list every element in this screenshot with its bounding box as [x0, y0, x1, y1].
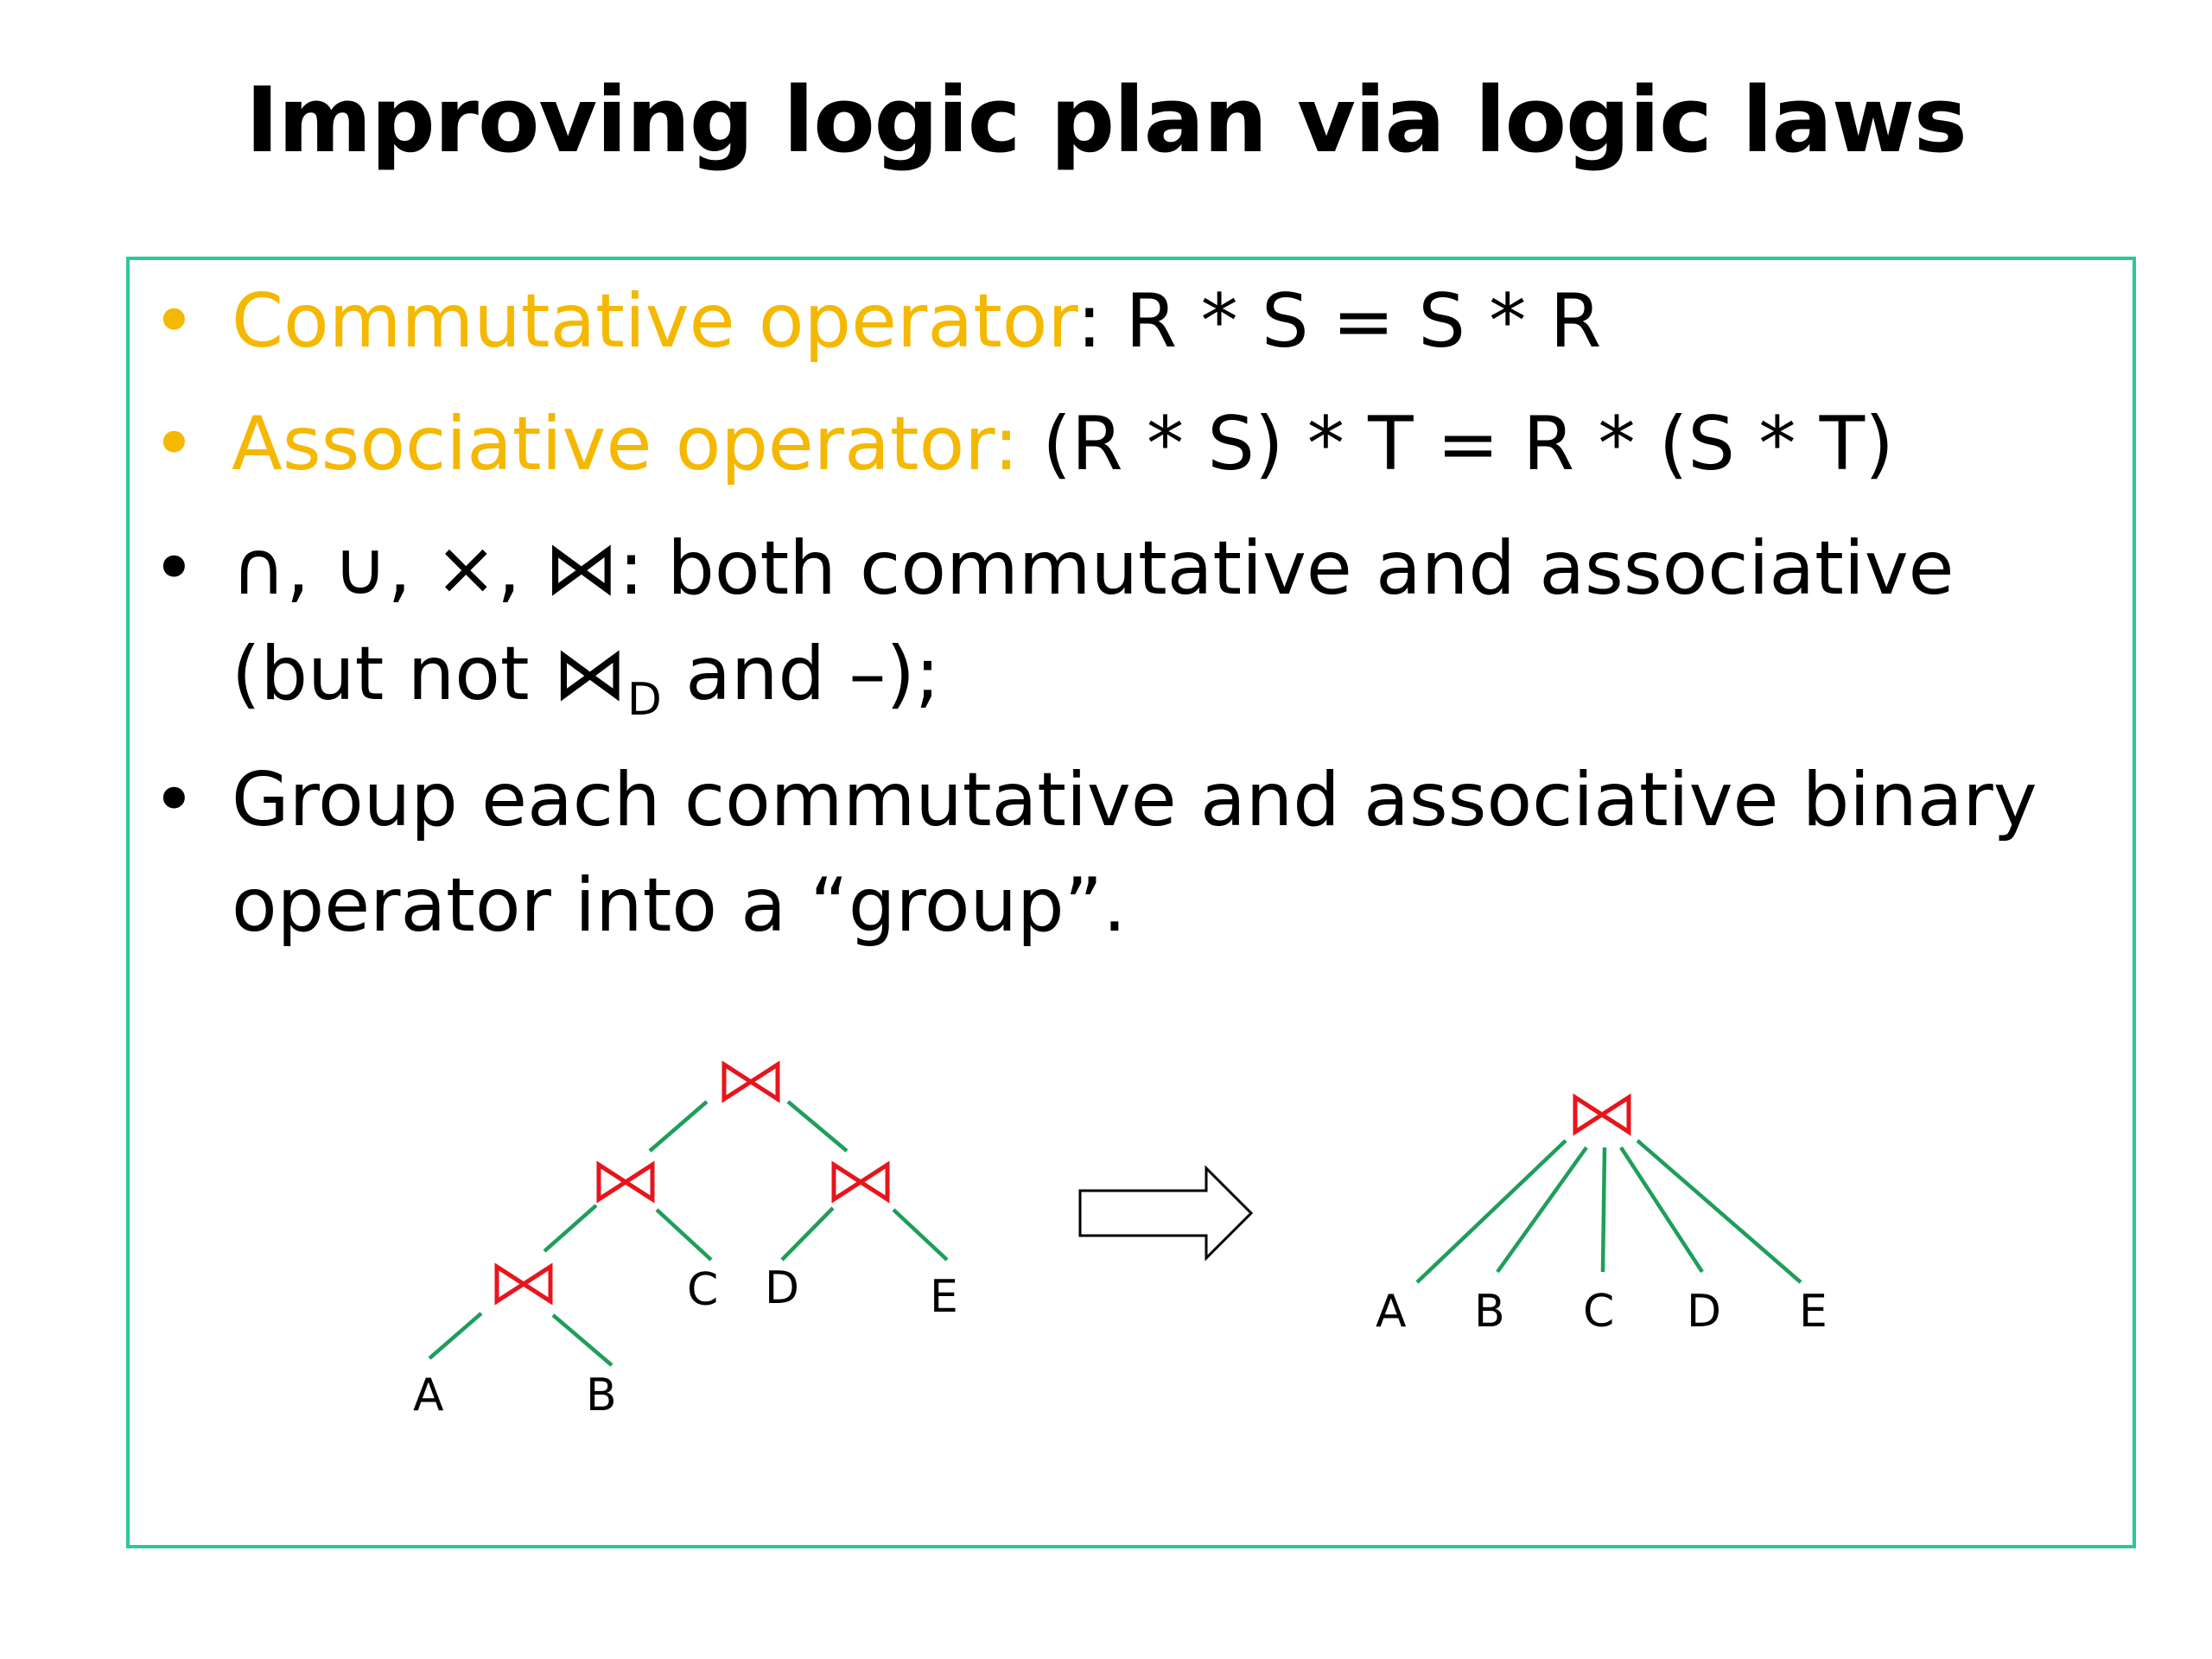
tree-edge: [1496, 1146, 1588, 1274]
operators-line1: ∩, ∪, ×, ⋈: both commutative and associa…: [232, 525, 1955, 612]
right-tree-leaves: A B C D E: [1376, 1286, 1827, 1338]
leaf-label: D: [1687, 1286, 1721, 1338]
group-line2: operator into a “group”.: [232, 862, 1127, 949]
bullet-dot: •: [152, 278, 196, 365]
tree-edge: [543, 1204, 598, 1253]
tree-edge: [786, 1100, 849, 1153]
tree-edge: [655, 1208, 713, 1262]
tree-edge: [551, 1313, 613, 1367]
left-tree-leaves: A B C D E: [413, 1262, 958, 1421]
right-arrow-icon: [1078, 1165, 1254, 1262]
leaf-label: C: [1583, 1286, 1614, 1338]
tree-edge: [1600, 1147, 1607, 1273]
leaf-label: C: [687, 1264, 718, 1316]
commutative-label: Commutative operator: [232, 278, 1077, 365]
join-operators: [494, 1060, 1631, 1306]
leaf-label: D: [765, 1262, 799, 1314]
bullet-dot: •: [152, 757, 196, 843]
group-line1: Group each commutative and associative b…: [232, 757, 2037, 843]
bullet-dot: •: [152, 525, 196, 612]
leaf-label: E: [1799, 1286, 1827, 1338]
bullet-dot: •: [152, 401, 196, 487]
left-tree-edges: [428, 1100, 949, 1367]
leaf-label: B: [1474, 1286, 1505, 1338]
tree-edge: [428, 1312, 483, 1360]
tree-edge: [648, 1100, 709, 1153]
leaf-label: A: [1376, 1286, 1407, 1338]
tree-edge: [1415, 1139, 1567, 1284]
tree-edge: [780, 1206, 835, 1262]
leaf-label: B: [586, 1370, 617, 1421]
commutative-formula: : R * S = S * R: [1077, 278, 1602, 365]
associative-label: Associative operator:: [232, 401, 1020, 487]
join-icon: [596, 1160, 655, 1204]
join-icon: [831, 1160, 890, 1204]
join-icon: [494, 1262, 553, 1306]
leaf-label: A: [413, 1370, 444, 1421]
right-tree-edges: [1415, 1139, 1802, 1284]
content-frame: [126, 257, 2136, 1548]
tree-edge: [1636, 1139, 1802, 1284]
operators-line2: (but not ⋈D and –);: [232, 631, 940, 726]
join-icon: [721, 1060, 780, 1103]
tree-edge: [1619, 1146, 1704, 1274]
join-icon: [1573, 1093, 1631, 1136]
associative-formula: (R * S) * T = R * (S * T): [1019, 401, 1894, 487]
leaf-label: E: [930, 1271, 958, 1323]
slide-title: Improving logic plan via logic laws: [245, 67, 1967, 173]
tree-edge: [892, 1208, 949, 1262]
